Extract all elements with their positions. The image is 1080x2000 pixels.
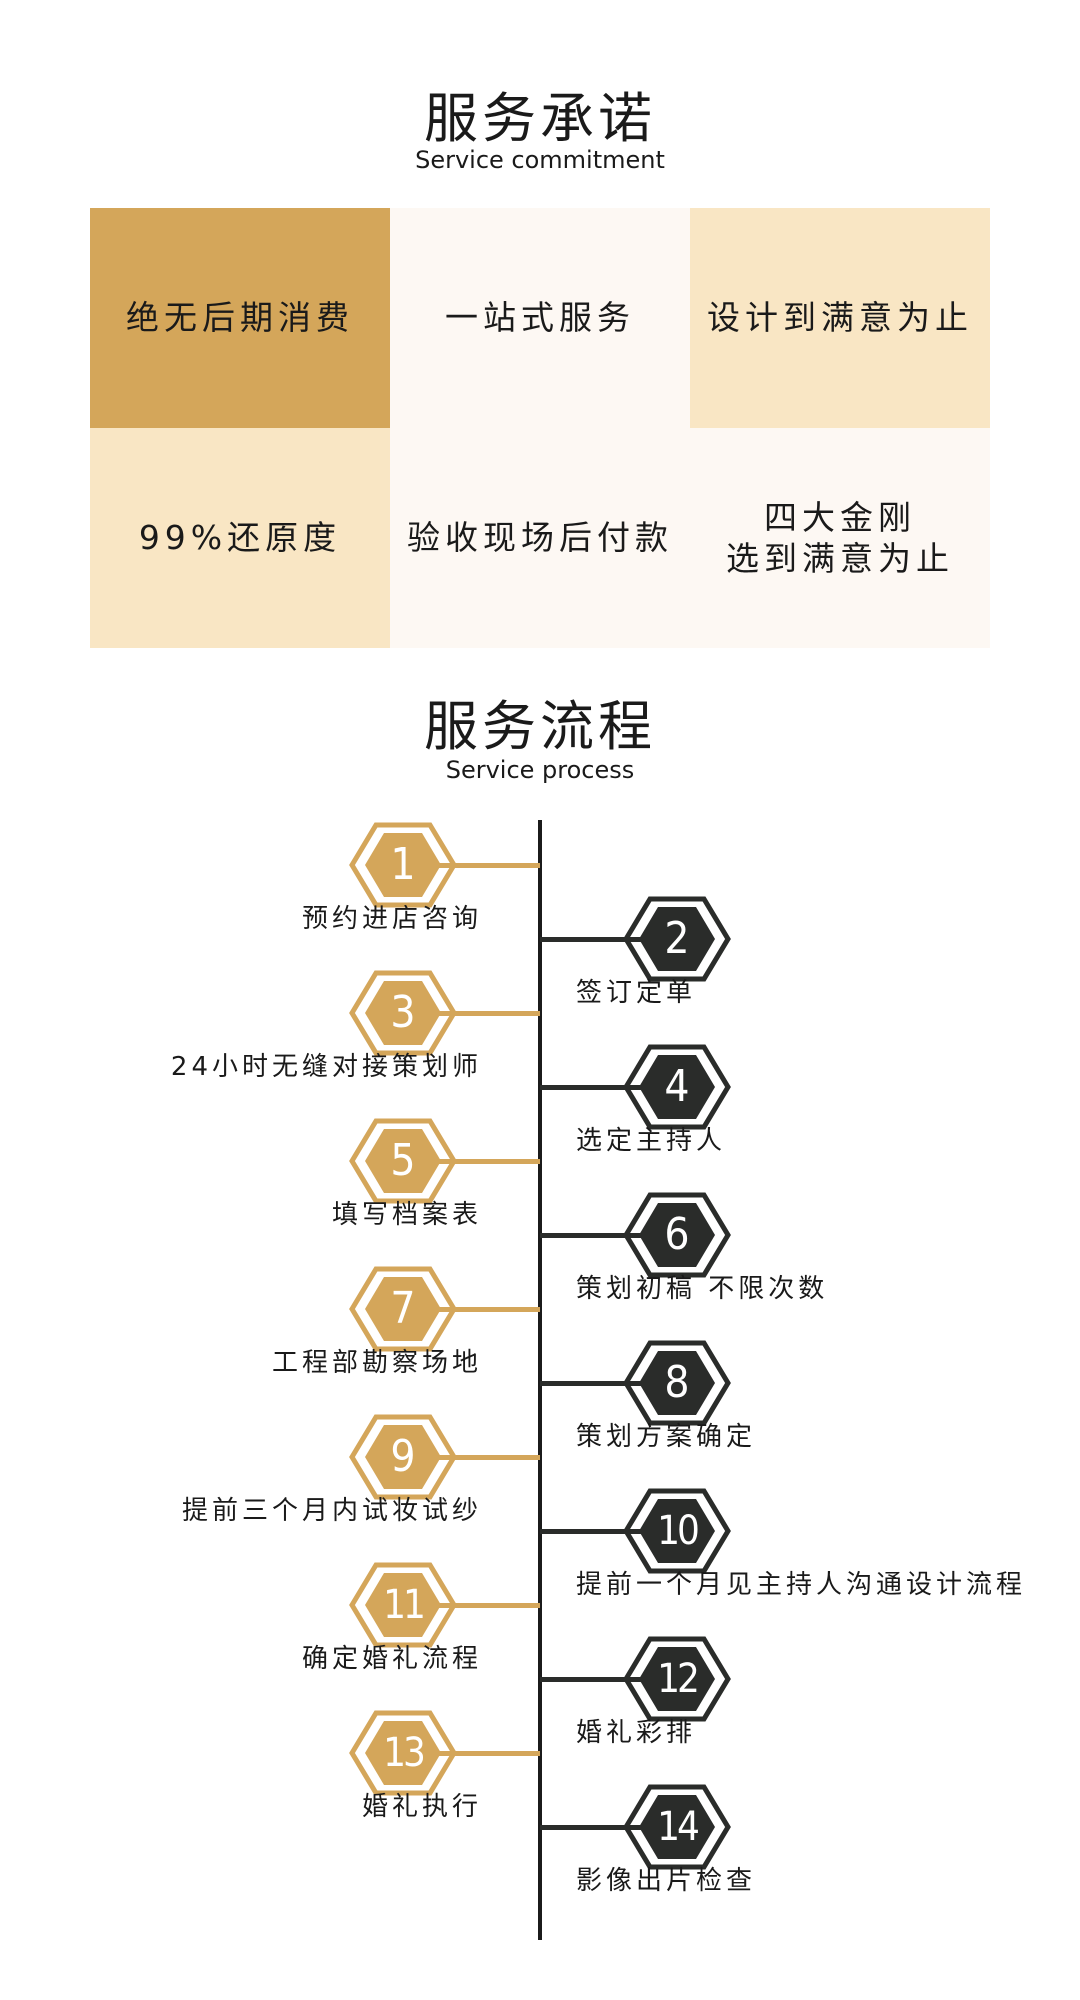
hexagon-badge-icon: 7 [348, 1264, 458, 1354]
connector-line [540, 1085, 670, 1090]
step-label: 选定主持人 [576, 1126, 727, 1156]
commitment-cell: 设计到满意为止 [690, 208, 990, 428]
hexagon-badge-icon: 8 [622, 1338, 732, 1428]
timeline-spine [538, 820, 542, 1940]
step-label: 提前三个月内试妆试纱 [181, 1496, 482, 1526]
step-label: 婚礼执行 [361, 1792, 482, 1822]
process-step: 12 婚礼彩排 [0, 1634, 1080, 1754]
step-number: 12 [657, 1656, 700, 1702]
commitment-cell: 绝无后期消费 [90, 208, 390, 428]
connector-line [540, 937, 670, 942]
step-number: 13 [383, 1730, 426, 1776]
process-step: 7 工程部勘察场地 [0, 1264, 1080, 1384]
connector-line [540, 1677, 670, 1682]
connector-line [410, 1159, 540, 1164]
hexagon-badge-icon: 1 [348, 820, 458, 910]
process-step: 6 策划初稿 不限次数 [0, 1190, 1080, 1310]
connector-line [410, 1307, 540, 1312]
step-label: 确定婚礼流程 [301, 1644, 482, 1674]
connector-line [410, 863, 540, 868]
step-label: 预约进店咨询 [301, 904, 482, 934]
hexagon-badge-icon: 2 [622, 894, 732, 984]
process-step: 13 婚礼执行 [0, 1708, 1080, 1828]
process-subtitle: Service process [445, 756, 635, 784]
hexagon-badge-icon: 14 [622, 1782, 732, 1872]
connector-line [410, 1751, 540, 1756]
step-number: 4 [664, 1061, 690, 1112]
hexagon-badge-icon: 5 [348, 1116, 458, 1206]
process-step: 4 选定主持人 [0, 1042, 1080, 1162]
connector-line [540, 1381, 670, 1386]
step-label: 签订定单 [576, 978, 697, 1008]
step-number: 14 [657, 1804, 700, 1850]
connector-line [410, 1603, 540, 1608]
step-number: 10 [657, 1508, 700, 1554]
hexagon-badge-icon: 9 [348, 1412, 458, 1502]
connector-line [540, 1233, 670, 1238]
hexagon-badge-icon: 13 [348, 1708, 458, 1798]
step-number: 2 [664, 913, 690, 964]
connector-line [410, 1011, 540, 1016]
step-number: 6 [664, 1209, 690, 1260]
process-step: 11 确定婚礼流程 [0, 1560, 1080, 1680]
process-step: 14 影像出片检查 [0, 1782, 1080, 1902]
step-number: 3 [390, 987, 416, 1038]
process-step: 9 提前三个月内试妆试纱 [0, 1412, 1080, 1532]
process-step: 1 预约进店咨询 [0, 820, 1080, 940]
step-number: 11 [383, 1582, 426, 1628]
hexagon-badge-icon: 6 [622, 1190, 732, 1280]
hexagon-badge-icon: 10 [622, 1486, 732, 1576]
commitment-title: 服务承诺 [424, 87, 656, 150]
hexagon-badge-icon: 4 [622, 1042, 732, 1132]
hexagon-badge-icon: 3 [348, 968, 458, 1058]
step-number: 8 [664, 1357, 690, 1408]
commitment-cell: 一站式服务 [390, 208, 690, 428]
step-label: 影像出片检查 [576, 1866, 757, 1896]
process-step: 8 策划方案确定 [0, 1338, 1080, 1458]
connector-line [410, 1455, 540, 1460]
step-number: 9 [390, 1431, 416, 1482]
process-title: 服务流程 [424, 695, 656, 758]
process-step: 5 填写档案表 [0, 1116, 1080, 1236]
step-number: 1 [390, 839, 416, 890]
step-number: 5 [390, 1135, 416, 1186]
connector-line [540, 1825, 670, 1830]
commitment-cell: 99%还原度 [90, 428, 390, 648]
hexagon-badge-icon: 11 [348, 1560, 458, 1650]
hexagon-badge-icon: 12 [622, 1634, 732, 1724]
step-label: 填写档案表 [331, 1200, 482, 1230]
connector-line [540, 1529, 670, 1534]
step-label: 婚礼彩排 [576, 1718, 697, 1748]
process-timeline: 1 预约进店咨询 2 签订定单 3 24小时无缝对接策划师 4 选定主持人 5 填写档案表 6 策划初… [0, 820, 1080, 1950]
step-label: 工程部勘察场地 [271, 1348, 482, 1378]
process-step: 2 签订定单 [0, 894, 1080, 1014]
commitment-cell: 验收现场后付款 [390, 428, 690, 648]
process-step: 3 24小时无缝对接策划师 [0, 968, 1080, 1088]
step-label: 策划初稿 不限次数 [576, 1274, 829, 1304]
step-label: 策划方案确定 [576, 1422, 757, 1452]
step-label: 24小时无缝对接策划师 [170, 1052, 482, 1082]
commitment-grid: 绝无后期消费一站式服务设计到满意为止 99%还原度验收现场后付款四大金刚 选到满意… [90, 208, 990, 648]
step-number: 7 [390, 1283, 416, 1334]
step-label: 提前一个月见主持人沟通设计流程 [576, 1570, 1027, 1600]
commitment-cell: 四大金刚 选到满意为止 [690, 428, 990, 648]
commitment-subtitle: Service commitment [415, 146, 665, 174]
process-step: 10 提前一个月见主持人沟通设计流程 [0, 1486, 1080, 1606]
